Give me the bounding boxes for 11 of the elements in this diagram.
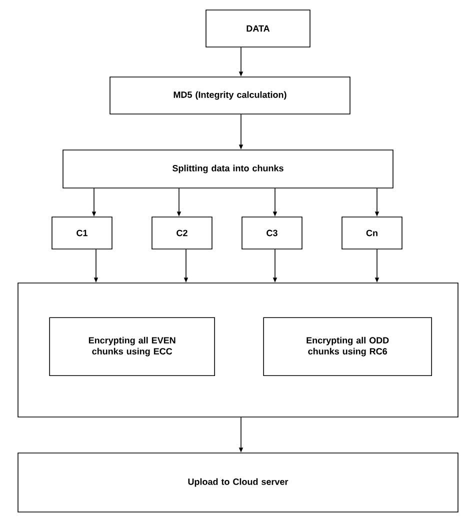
chunk-box: Cn (342, 216, 402, 250)
chunk-box: C1 (52, 216, 112, 250)
chunk-box: C2 (152, 216, 212, 250)
process-box: MD5 (Integrity calculation) (110, 76, 350, 114)
process-box: DATA (206, 10, 310, 48)
process-box: Encrypting all EVEN chunks using ECC (49, 317, 215, 376)
process-box: Encrypting all ODD chunks using RC6 (263, 317, 432, 376)
process-box: Splitting data into chunks (62, 150, 394, 188)
chunk-box: C3 (242, 216, 302, 250)
container-box (18, 282, 458, 418)
process-box: Upload to Cloud server (18, 452, 458, 512)
